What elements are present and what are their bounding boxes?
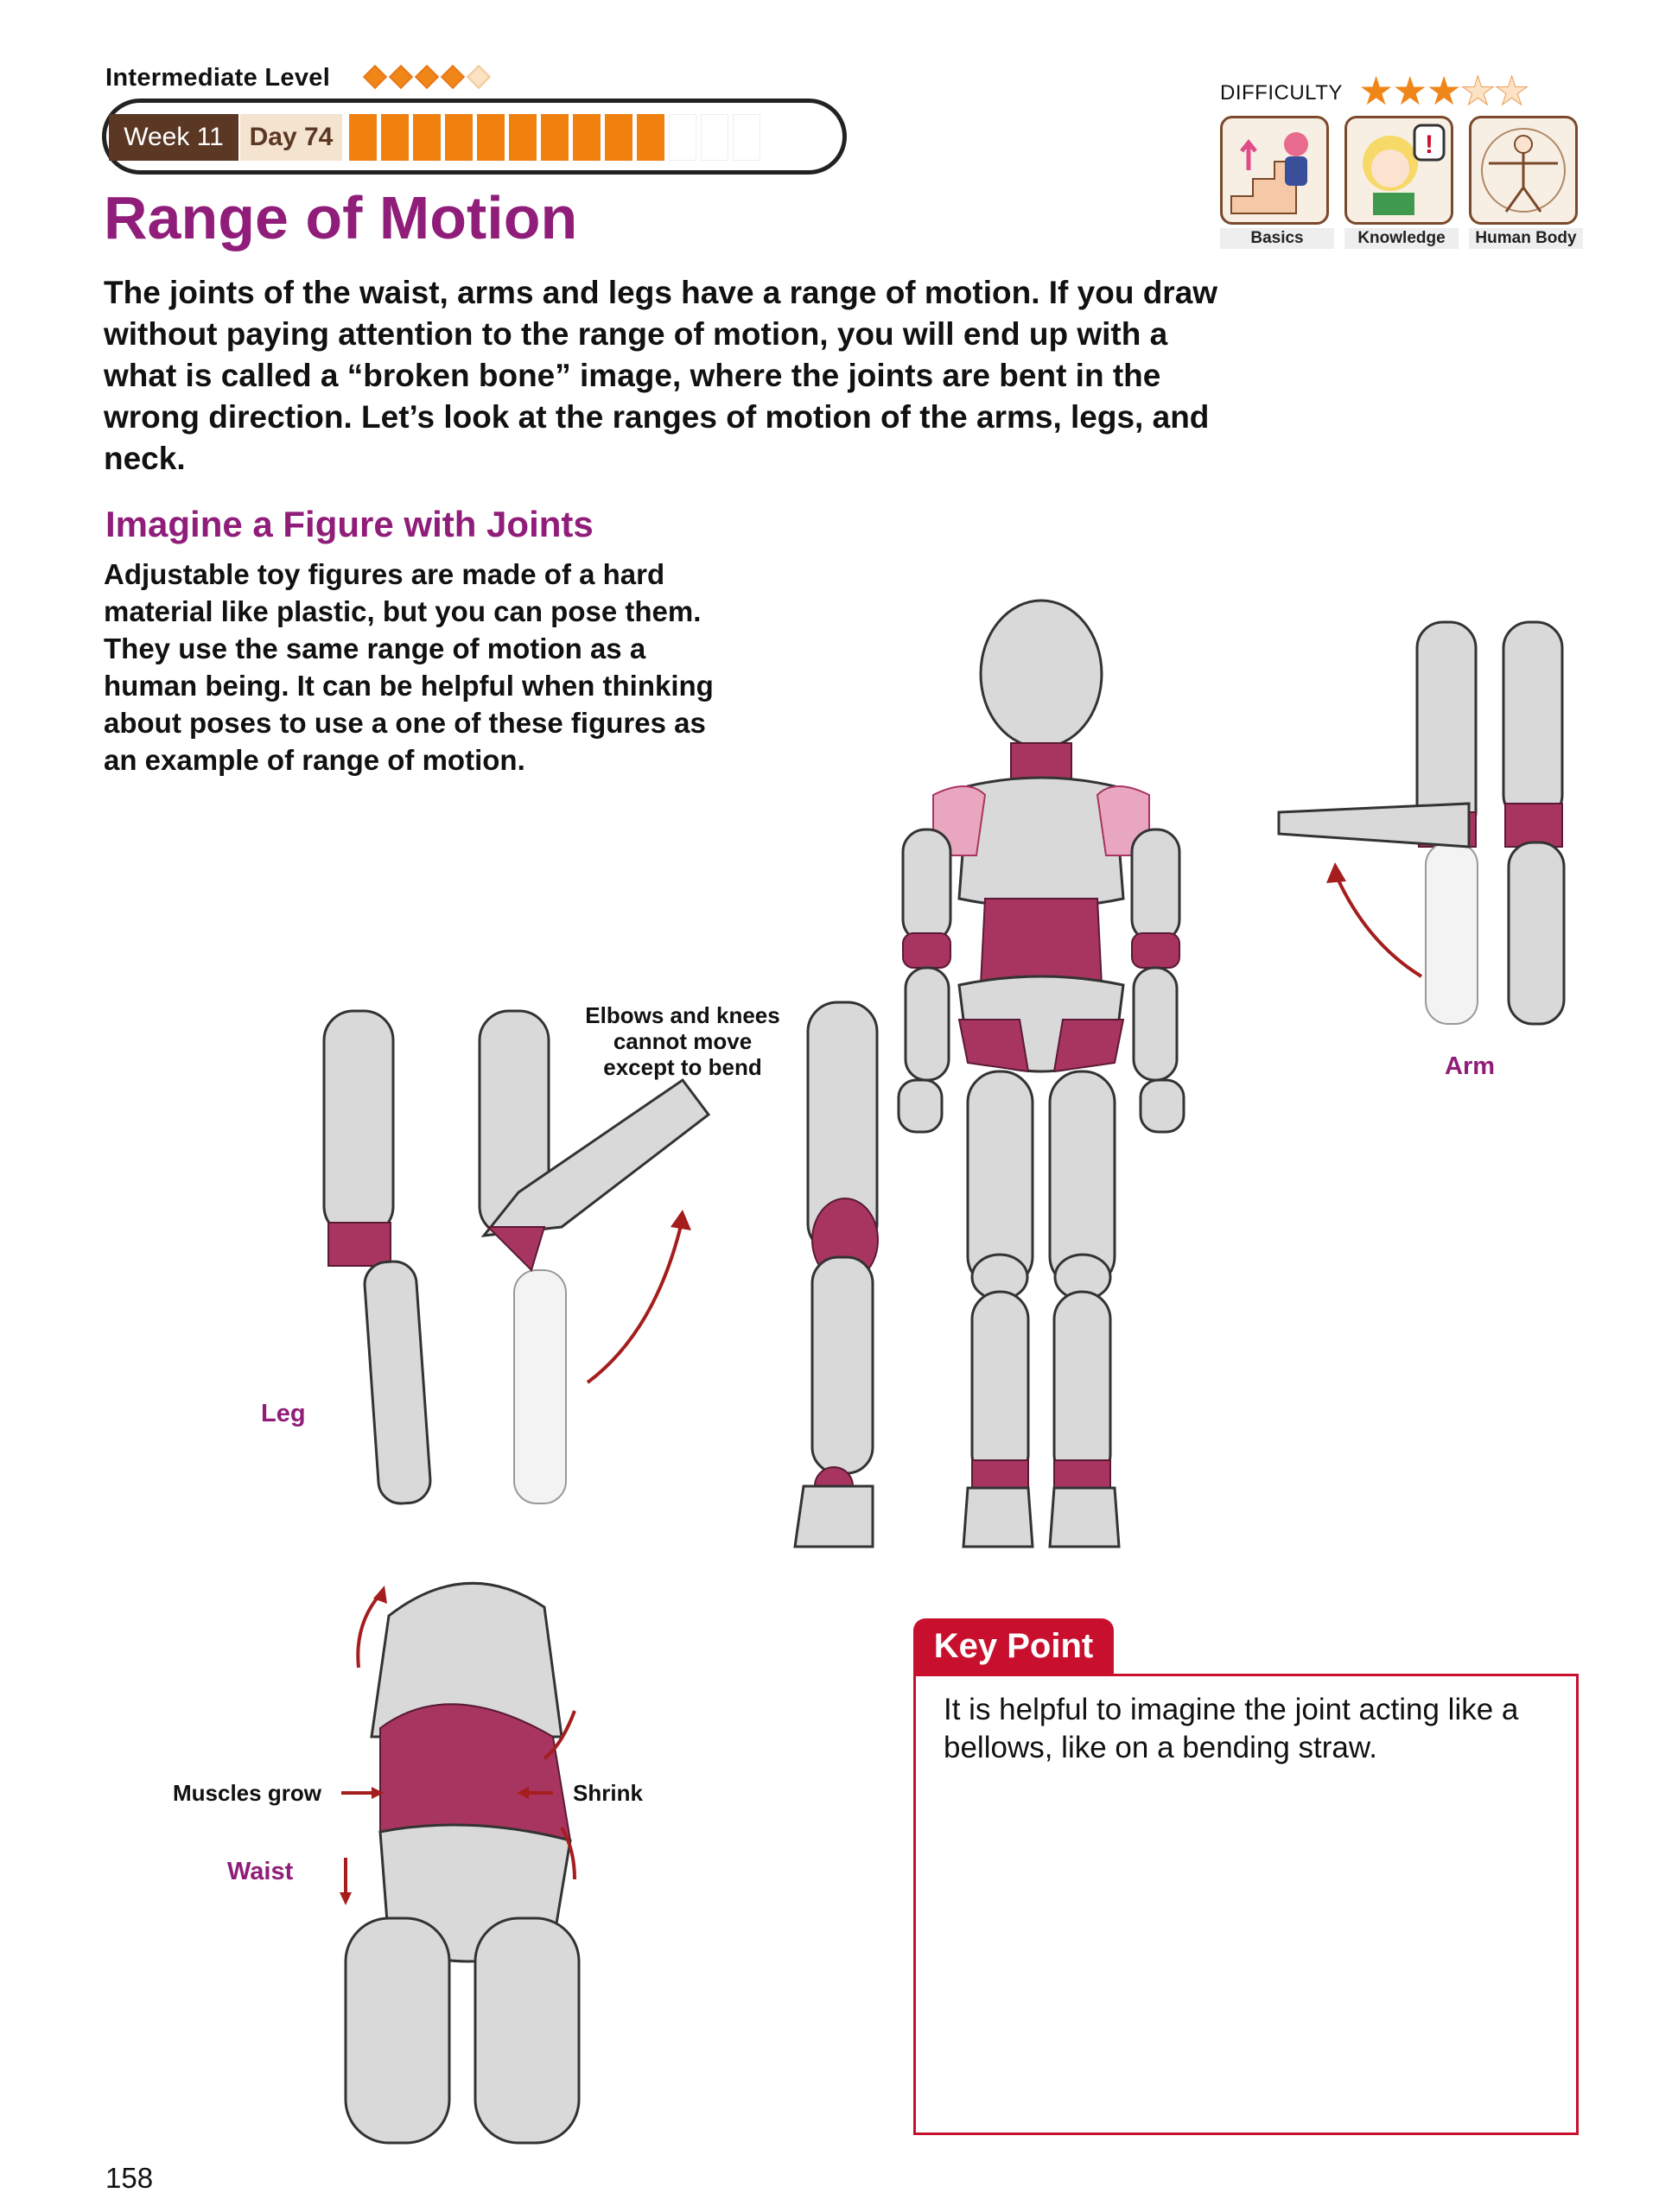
posable-figure-illustration [897, 599, 1185, 1548]
category-knowledge: ! Knowledge [1344, 116, 1459, 249]
progress-cell [637, 114, 664, 161]
day-label: Day 74 [240, 114, 342, 161]
stairs-character-icon [1220, 116, 1329, 225]
category-human-body: Human Body [1469, 116, 1583, 249]
progress-cell [477, 114, 505, 161]
section-heading: Imagine a Figure with Joints [105, 504, 594, 544]
note-line: Elbows and knees [585, 1002, 780, 1028]
progress-cell [605, 114, 632, 161]
star-icon: ★ [1358, 68, 1395, 113]
star-icon: ★ [1426, 68, 1462, 113]
category-label: Knowledge [1344, 228, 1459, 249]
progress-cell [733, 114, 760, 161]
arm-bend-illustration [1277, 620, 1566, 1026]
note-line: cannot move [613, 1028, 753, 1054]
progress-cell [701, 114, 728, 161]
progress-cell [509, 114, 537, 161]
week-label: Week 11 [109, 114, 238, 161]
difficulty-label: DIFFICULTY [1220, 81, 1343, 105]
progress-cell [445, 114, 473, 161]
note-line: except to bend [603, 1054, 762, 1080]
arm-label: Arm [1445, 1052, 1496, 1080]
level-label: Intermediate Level [105, 64, 331, 92]
category-label: Basics [1220, 228, 1334, 249]
progress-cell [413, 114, 441, 161]
key-point-tab: Key Point [913, 1618, 1114, 1674]
progress-cell [349, 114, 377, 161]
waist-illustration [340, 1581, 581, 2145]
elbow-knee-note: Elbows and knees cannot move except to b… [570, 1002, 795, 1080]
svg-text:!: ! [1425, 130, 1433, 159]
waist-label: Waist [227, 1858, 294, 1885]
progress-cell [541, 114, 569, 161]
leg-bend-illustration [322, 1009, 711, 1505]
page-title: Range of Motion [104, 184, 578, 251]
reading-character-icon: ! [1344, 116, 1453, 225]
progress-cells [349, 114, 760, 161]
star-icon: ★ [1392, 68, 1428, 113]
vitruvian-figure-icon [1469, 116, 1578, 225]
side-leg-illustration [793, 1001, 879, 1548]
leg-label: Leg [261, 1400, 306, 1427]
category-basics: Basics [1220, 116, 1334, 249]
star-icon: ★ [1459, 68, 1496, 113]
difficulty-stars: ★★★★★ [1358, 68, 1530, 113]
intro-paragraph: The joints of the waist, arms and legs h… [104, 275, 1218, 476]
muscles-grow-label: Muscles grow [173, 1780, 321, 1806]
section-body: Adjustable toy figures are made of a har… [104, 558, 714, 776]
progress-cell [381, 114, 409, 161]
page-number: 158 [105, 2162, 154, 2194]
progress-cell [669, 114, 696, 161]
key-point-text: It is helpful to imagine the joint actin… [944, 1693, 1519, 1764]
star-icon: ★ [1493, 68, 1530, 113]
progress-cell [573, 114, 601, 161]
shrink-label: Shrink [573, 1780, 643, 1806]
key-point-box [913, 1674, 1579, 2135]
category-label: Human Body [1469, 228, 1583, 249]
